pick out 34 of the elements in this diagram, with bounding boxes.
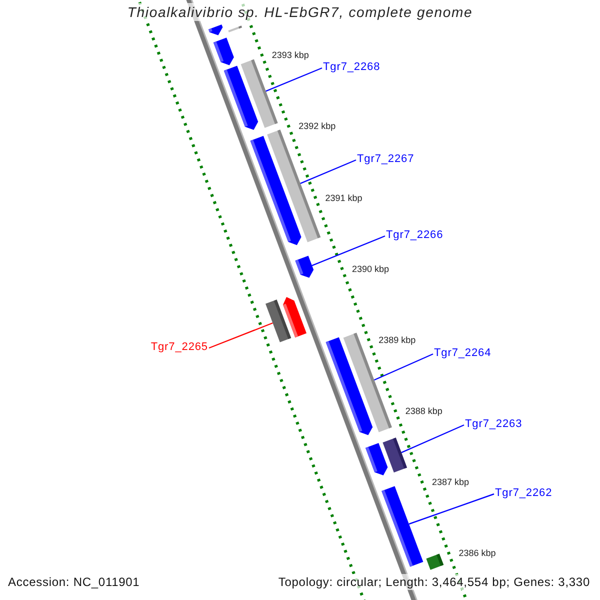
gene-label: Tgr7_2267 (357, 152, 414, 166)
gene-label: Tgr7_2265 (150, 340, 208, 354)
leader-line (408, 493, 494, 525)
gene-feature (283, 297, 306, 338)
gene-label: Tgr7_2263 (465, 417, 522, 431)
gene-bar (267, 130, 321, 242)
scale-label: 2393 kbp (272, 50, 309, 62)
genome-stats-text: Topology: circular; Length: 3,464,554 bp; Genes: 3,330 (278, 574, 590, 590)
gene-feature (382, 486, 424, 567)
leader-line (208, 322, 273, 349)
gene-feature (213, 38, 234, 66)
accession-text: Accession: NC_011901 (8, 574, 140, 590)
gene-bar (240, 59, 278, 128)
scale-label: 2389 kbp (378, 334, 416, 346)
scale-label: 2391 kbp (325, 192, 362, 204)
gene-feature (208, 24, 223, 36)
gene-label: Tgr7_2264 (434, 346, 492, 360)
gene-label: Tgr7_2266 (386, 228, 444, 242)
gene-feature (366, 443, 388, 476)
scale-label: 2387 kbp (432, 477, 470, 488)
gene-feature (295, 256, 314, 278)
leader-line (312, 235, 386, 266)
scale-label: 2388 kbp (405, 406, 442, 418)
gene-bar (228, 26, 242, 32)
scale-label: 2392 kbp (298, 121, 336, 132)
gene-bar (426, 554, 444, 570)
gene-label: Tgr7_2268 (323, 60, 380, 74)
leader-line (266, 67, 322, 92)
gene-bar (382, 438, 407, 472)
leader-line (401, 424, 464, 454)
scale-label: 2386 kbp (458, 548, 496, 560)
scale-label: 2390 kbp (352, 264, 389, 275)
leader-line (300, 159, 356, 184)
gene-label: Tgr7_2262 (495, 486, 552, 500)
